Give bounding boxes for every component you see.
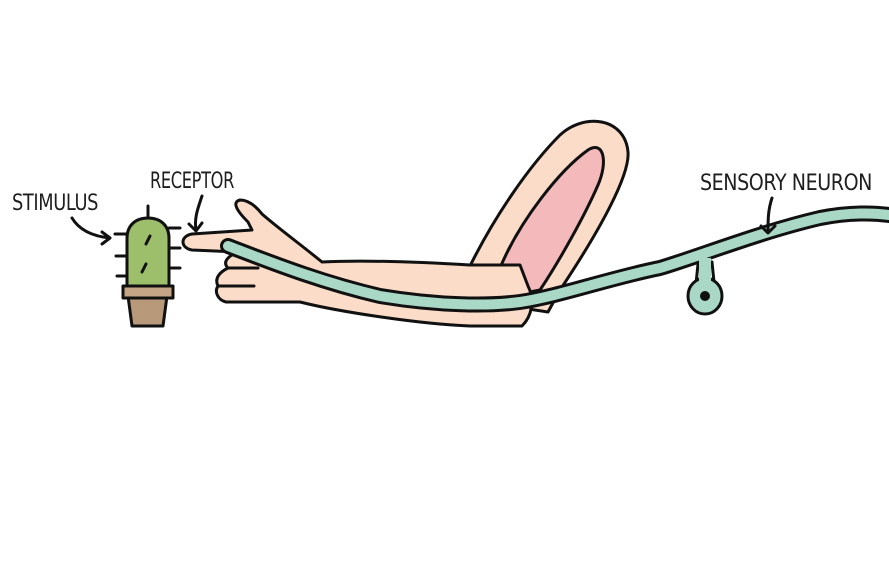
cactus-spines [113,204,182,278]
forearm-and-hand [181,198,534,328]
stimulus-arrow [70,216,112,246]
stimulus-label: STIMULUS [12,191,98,216]
sensory-neuron-arrow [759,196,777,235]
receptor-arrow [187,194,204,233]
neuron-fill [223,208,889,310]
biceps-muscle [498,146,605,300]
finger-creases [216,266,260,288]
cactus-stimulus [113,204,182,328]
arm [181,119,630,328]
pot-base [126,294,169,328]
cactus-body [125,216,171,294]
nucleus [700,291,710,301]
receptor-label: RECEPTOR [150,169,234,194]
cell-body-neck-fill [699,274,711,284]
sensory-neuron [220,205,889,316]
sensory-neuron-label: SENSORY NEURON [700,171,872,196]
pot-rim [121,284,175,300]
